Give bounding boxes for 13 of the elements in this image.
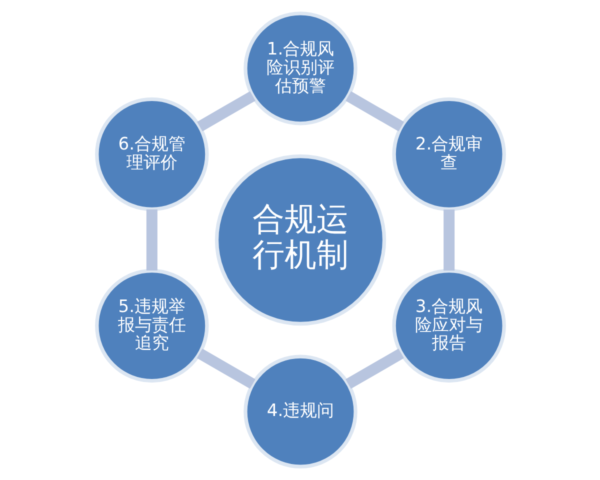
node-circle: 3.合规风险应对与报告 xyxy=(392,268,506,383)
connector xyxy=(345,91,404,132)
node-circle: 合规运行机制 xyxy=(214,154,386,326)
connector xyxy=(443,209,454,271)
node-circle: 6.合规管理评价 xyxy=(94,97,208,212)
connector xyxy=(196,91,256,132)
node-circle: 2.合规审查 xyxy=(392,97,506,212)
connector xyxy=(344,348,404,389)
node-circle: 4.违规问 xyxy=(243,354,357,468)
connector xyxy=(196,348,255,389)
node-circle: 5.违规举报与责任追究 xyxy=(94,268,208,383)
node-circle: 1.合规风险识别评估预警 xyxy=(243,12,357,126)
connector xyxy=(146,209,157,271)
